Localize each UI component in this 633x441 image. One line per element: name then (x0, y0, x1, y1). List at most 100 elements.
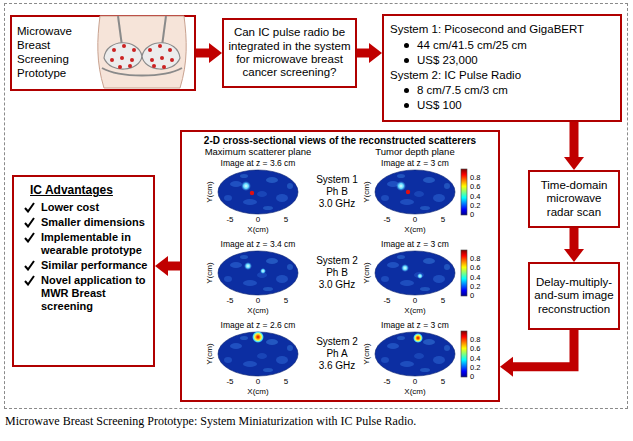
node-text: IC Advantages (30, 183, 148, 197)
plot-label: 5 (284, 216, 288, 224)
arrow-head (369, 43, 382, 63)
node-item: Smaller dimensions (41, 216, 145, 229)
arrow-shaft (168, 262, 180, 271)
node-item: 8 cm/7.5 cm/3 cm (417, 83, 508, 98)
node-text: Delay-multiply-and-sum image reconstruct… (534, 276, 614, 316)
plot-label: 5 (284, 297, 288, 305)
arrow-head (500, 357, 513, 377)
plot-label: Ph B (326, 187, 348, 197)
plot-label: 0 (470, 373, 474, 381)
system-box: System 1: Picosecond and GigaBERT44 cm/4… (382, 14, 622, 122)
plot-label: X(cm) (404, 307, 425, 315)
plot-label: 0 (413, 378, 417, 386)
check-mark (24, 202, 35, 213)
plot-label: 0.4 (470, 355, 480, 363)
plot-label: X(cm) (247, 388, 268, 396)
circle-shape (260, 268, 266, 274)
flow-arrow (500, 330, 574, 377)
arrow-head (564, 157, 584, 170)
plot-label: X(cm) (247, 307, 268, 315)
rect-shape (461, 250, 467, 296)
node-item: System 2: IC Pulse Radio (390, 68, 620, 83)
axis-label: Y(cm) (206, 181, 214, 202)
check-mark-path (25, 233, 34, 242)
node-item: 44 cm/41.5 cm/25 cm (417, 38, 527, 53)
plot-label: -5 (226, 378, 233, 386)
arrow-shaft (513, 330, 574, 367)
plot-label: 0 (470, 211, 474, 219)
check-row: Implementable in wearable prototype (22, 231, 148, 257)
circle-shape (413, 333, 423, 343)
circle-shape (132, 48, 136, 52)
plot-label: 0 (470, 292, 474, 300)
node-text: Time-domain microwave radar scan (534, 179, 614, 219)
plot-label: 0 (256, 216, 260, 224)
check-mark (24, 275, 35, 286)
line-shape (162, 16, 166, 46)
arrow-head (155, 256, 168, 276)
check-mark (24, 232, 35, 243)
circle-shape (396, 181, 406, 191)
plot-label: 5 (441, 297, 445, 305)
check-row: Novel application to MWR Breast screenin… (22, 274, 148, 313)
flow-arrow (196, 43, 222, 63)
circle-shape (158, 44, 162, 48)
circle-shape (120, 56, 124, 60)
axis-label: Y(cm) (363, 262, 371, 283)
node-text: Can IC pulse radio be integrated in the … (228, 26, 351, 80)
g-shape (110, 44, 174, 69)
circle-shape (244, 262, 252, 270)
flow-arrow (564, 122, 584, 170)
plot-label: -5 (383, 378, 390, 386)
process-box: Delay-multiply-and-sum image reconstruct… (528, 262, 620, 330)
plot-label: 0.6 (470, 265, 480, 273)
circle-shape (417, 273, 423, 279)
bullet-dot (404, 43, 409, 48)
node-text: 2-D cross-sectional views of the reconst… (182, 135, 498, 146)
axis-label: Y(cm) (206, 262, 214, 283)
plot-label: 0.2 (470, 202, 480, 210)
plot-label: X(cm) (404, 388, 425, 396)
plot-label: 0 (413, 216, 417, 224)
circle-shape (130, 58, 134, 62)
node-item: Implementable in wearable prototype (41, 231, 148, 257)
bullet-dot (404, 88, 409, 93)
rect-shape (461, 331, 467, 377)
path-shape (102, 68, 182, 76)
node-item: Novel application to MWR Breast screenin… (41, 274, 148, 313)
process-box: Time-domain microwave radar scan (528, 170, 620, 228)
circle-shape (112, 48, 116, 52)
line-shape (118, 16, 122, 46)
circle-shape (406, 190, 410, 194)
flow-arrow (155, 256, 180, 276)
plot-label: System 1 (316, 175, 358, 185)
plot-label: Image at z = 3 cm (381, 321, 449, 330)
circle-shape (250, 191, 254, 195)
scatterer-plots (218, 169, 467, 377)
node-item: US$ 23,000 (417, 53, 478, 68)
circle-shape (170, 58, 174, 62)
plot-label: Ph A (326, 349, 347, 359)
node-item: Similar performance (41, 259, 147, 272)
circle-shape (150, 58, 154, 62)
plot-label: 5 (441, 378, 445, 386)
arrow-shaft (570, 228, 579, 249)
plot-label: X(cm) (247, 226, 268, 234)
plot-label: Tumor depth plane (375, 147, 454, 157)
use-shape (218, 332, 298, 376)
plot-label: System 2 (316, 256, 358, 266)
check-row: Similar performance (22, 259, 148, 272)
path-shape (142, 43, 180, 69)
plot-label: 0.4 (470, 193, 480, 201)
plot-label: Image at z = 3 cm (381, 159, 449, 168)
use-shape (218, 251, 298, 295)
axis-label: Y(cm) (363, 343, 371, 364)
plot-label: 0.2 (470, 283, 480, 291)
use-shape (375, 332, 455, 376)
g-shape (461, 169, 467, 377)
plot-label: 0.2 (470, 364, 480, 372)
plot-label: 5 (441, 216, 445, 224)
arrow-head (209, 43, 222, 63)
